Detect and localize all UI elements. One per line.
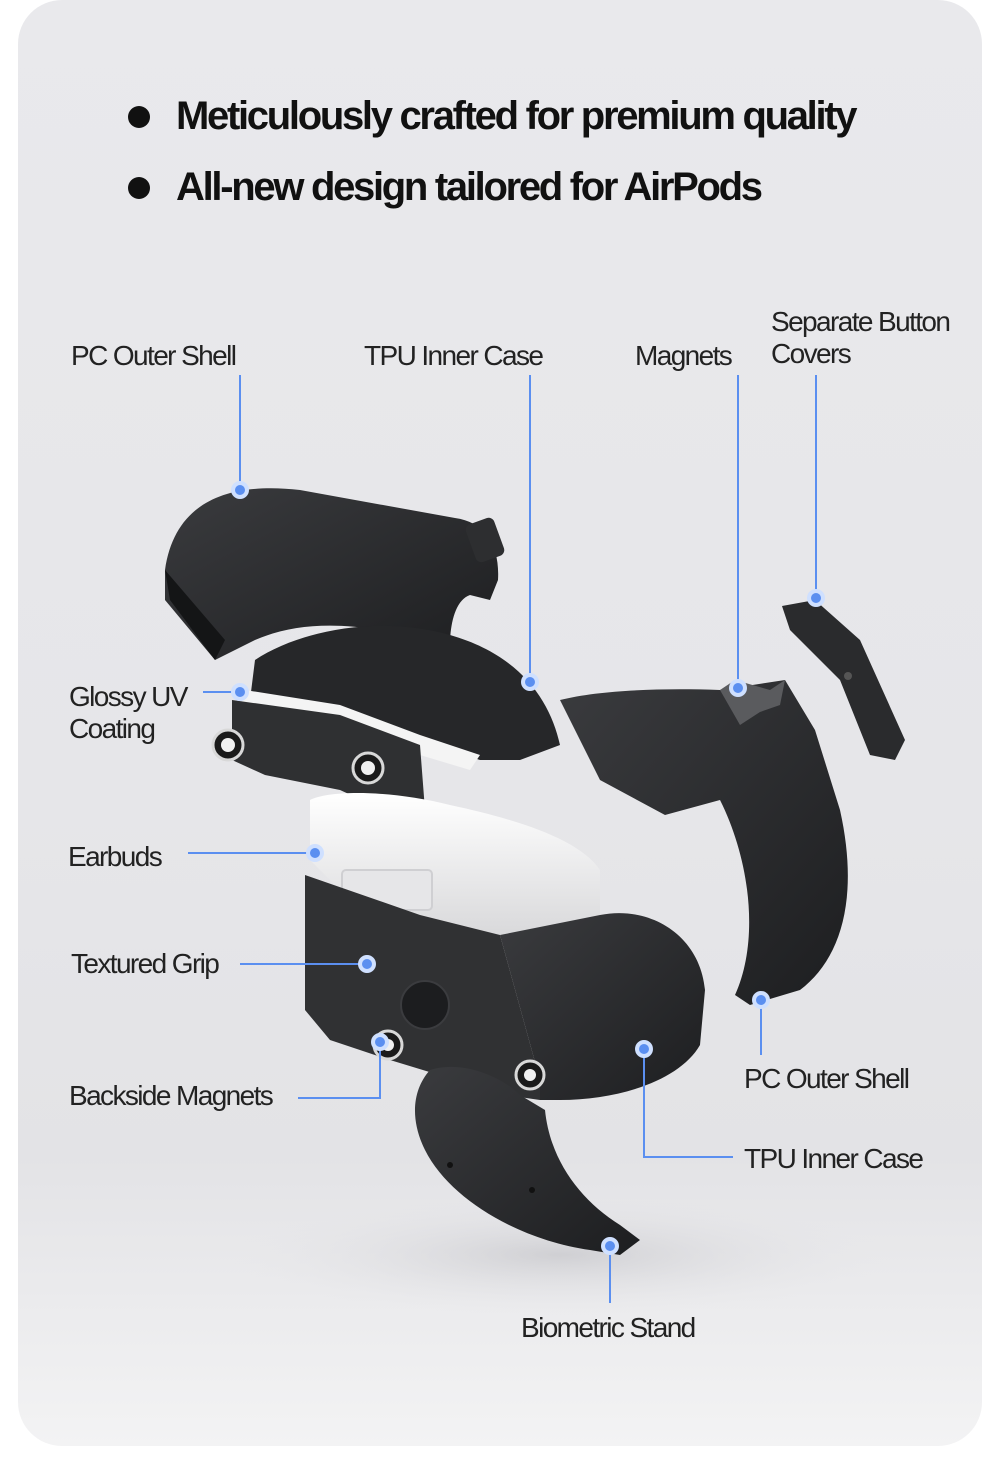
bullet-dot-icon (128, 176, 150, 199)
label-pc-outer-shell-right: PC Outer Shell (744, 1063, 910, 1094)
bullet-dot-icon (128, 105, 150, 128)
label-earbuds: Earbuds (68, 841, 163, 872)
label-glossy-uv-coating: Glossy UV Coating (69, 681, 188, 744)
tpu-inner-top (250, 625, 560, 760)
headline-text-2: All-new design tailored for AirPods (176, 165, 763, 209)
blue-dot-icon (231, 481, 249, 499)
top-shell-button-nub (465, 517, 505, 563)
right-outer-shell (560, 680, 848, 1005)
label-magnets: Magnets (635, 340, 733, 371)
blue-dot-icon (306, 844, 324, 862)
headline-text-1: Meticulously crafted for premium quality (176, 94, 858, 138)
floor-shadow (230, 1195, 890, 1315)
blue-dot-icon (358, 955, 376, 973)
label-textured-grip: Textured Grip (71, 948, 220, 979)
blue-dot-icon (807, 589, 825, 607)
label-tpu-inner-case-right: TPU Inner Case (744, 1143, 924, 1174)
blue-dot-icon (521, 673, 539, 691)
blue-dot-icon (601, 1237, 619, 1255)
label-pc-outer-shell-top: PC Outer Shell (71, 340, 237, 371)
button-cover-piece (782, 600, 905, 760)
lid-front-frame (232, 700, 425, 815)
callout-line-backside-magnets (298, 1042, 381, 1099)
blue-dot-icon (371, 1033, 389, 1051)
lower-body-side (500, 913, 705, 1100)
top-shell-inner-edge (165, 570, 225, 660)
headline-bullet-2: All-new design tailored for AirPods (128, 165, 763, 210)
blue-dot-icon (635, 1040, 653, 1058)
top-outer-shell (165, 488, 499, 660)
blue-dot-icon (752, 991, 770, 1009)
biometric-stand (414, 1066, 640, 1255)
label-tpu-inner-case-top: TPU Inner Case (364, 340, 544, 371)
blue-dot-icon (729, 679, 747, 697)
grip-center-button (400, 980, 450, 1030)
label-backside-magnets: Backside Magnets (69, 1080, 274, 1111)
label-separate-button-covers: Separate Button Covers (771, 306, 951, 369)
headline-bullet-1: Meticulously crafted for premium quality (128, 94, 858, 139)
callout-line-tpu-inner-case-right (643, 1049, 733, 1158)
blue-dot-icon (231, 683, 249, 701)
label-biometric-stand: Biometric Stand (521, 1312, 696, 1343)
